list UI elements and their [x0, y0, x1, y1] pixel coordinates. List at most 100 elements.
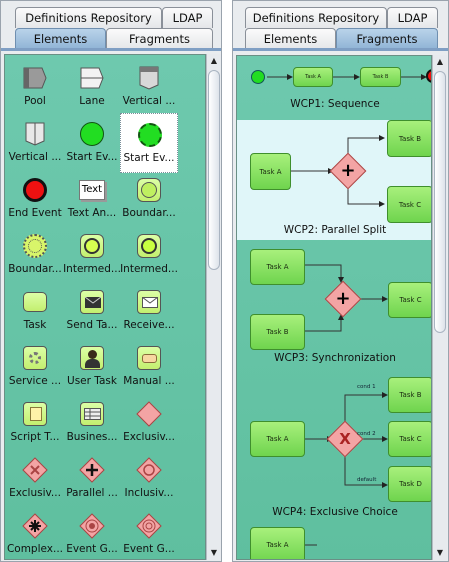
- task-a: Task A: [250, 421, 305, 457]
- task-b: Task B: [360, 67, 401, 87]
- gateway-marker: X: [339, 430, 351, 448]
- palette-item-label: End Event: [8, 207, 62, 219]
- event-gateway-icon: [79, 513, 105, 539]
- gateway-marker: +: [340, 160, 356, 181]
- task-a: Task A: [250, 153, 291, 190]
- palette-item-start-event-dashed[interactable]: Start Ev...: [120, 113, 178, 173]
- boundary-event-dashed-icon: [22, 233, 48, 259]
- palette-item-vertical-lane[interactable]: Vertical ...: [6, 113, 64, 173]
- exclusive-gateway-x-icon: [22, 457, 48, 483]
- pool-icon: [22, 65, 48, 91]
- palette-item-label: Script T...: [10, 431, 60, 443]
- intermediate-event-icon: [79, 233, 105, 259]
- pattern-3[interactable]: WCP3: Synchronization: [237, 242, 431, 372]
- palette-item-receive-task[interactable]: Receive...: [120, 281, 178, 341]
- palette-item-label: Exclusiv...: [9, 487, 61, 499]
- task-b: Task B: [387, 120, 431, 157]
- pattern-1[interactable]: WCP1: Sequence: [237, 56, 431, 118]
- scroll-up-arrow-icon[interactable]: ▲: [210, 56, 218, 65]
- inclusive-gateway-icon: [136, 457, 162, 483]
- palette-item-send-task[interactable]: Send Ta...: [63, 281, 121, 341]
- fragments-scrollbar[interactable]: ▲ ▼: [432, 55, 447, 560]
- palette-item-service-task[interactable]: Service ...: [6, 337, 64, 397]
- condition-label: default: [357, 477, 377, 483]
- exclusive-gateway-icon: [136, 401, 162, 427]
- palette-item-parallel-gateway[interactable]: Parallel ...: [63, 449, 121, 509]
- scroll-up-arrow-icon[interactable]: ▲: [436, 57, 444, 66]
- tab-definitions-repository[interactable]: Definitions Repository: [245, 7, 387, 28]
- condition-label: cond 2: [357, 431, 376, 437]
- palette-item-label: Start Ev...: [66, 151, 118, 163]
- tab-underline: [1, 48, 221, 51]
- end-event-icon: [22, 177, 48, 203]
- scroll-down-arrow-icon[interactable]: ▼: [436, 548, 444, 557]
- palette-item-label: Inclusiv...: [124, 487, 174, 499]
- palette-item-boundary-event-dashed[interactable]: Boundar...: [6, 225, 64, 285]
- tab-underline: [233, 48, 448, 51]
- palette-item-label: Send Ta...: [66, 319, 118, 331]
- palette-item-label: Vertical ...: [8, 151, 62, 163]
- scroll-thumb[interactable]: [208, 70, 220, 270]
- start-event-icon: [79, 121, 105, 147]
- tab-ldap[interactable]: LDAP: [162, 7, 213, 28]
- fragments-panel: Definitions Repository LDAP Elements Fra…: [232, 0, 449, 562]
- palette-item-business-rule-task[interactable]: Busines...: [63, 393, 121, 453]
- send-task-icon: [79, 289, 105, 315]
- script-task-icon: [22, 401, 48, 427]
- palette-item-exclusive-gateway-x[interactable]: Exclusiv...: [6, 449, 64, 509]
- palette-item-label: Pool: [24, 95, 46, 107]
- palette-item-lane[interactable]: Lane: [63, 57, 121, 117]
- pattern-4[interactable]: WCP4: Exclusive Choice: [237, 374, 431, 518]
- vertical-lane-icon: [22, 121, 48, 147]
- tab-elements[interactable]: Elements: [15, 28, 106, 49]
- tab-ldap[interactable]: LDAP: [387, 7, 438, 28]
- tab-definitions-repository[interactable]: Definitions Repository: [15, 7, 162, 28]
- palette-item-event-gateway-alt[interactable]: Event G...: [120, 505, 178, 559]
- palette-item-script-task[interactable]: Script T...: [6, 393, 64, 453]
- palette-item-event-gateway[interactable]: Event G...: [63, 505, 121, 559]
- palette-item-label: Vertical ...: [122, 95, 176, 107]
- palette-item-vertical-pool[interactable]: Vertical ...: [120, 57, 178, 117]
- palette-item-label: Boundar...: [122, 207, 176, 219]
- palette-item-complex-gateway[interactable]: Complex...: [6, 505, 64, 559]
- palette-item-label: Task: [23, 319, 47, 331]
- vertical-pool-icon: [136, 65, 162, 91]
- parallel-gateway-icon: [79, 457, 105, 483]
- palette-item-label: Intermed...: [63, 263, 121, 275]
- receive-task-icon: [136, 289, 162, 315]
- palette-scrollbar[interactable]: ▲ ▼: [206, 54, 221, 560]
- text-annotation-icon: Text: [79, 177, 105, 203]
- task-a: Task A: [250, 527, 305, 559]
- palette-panel: Definitions Repository LDAP Elements Fra…: [0, 0, 222, 562]
- task-b: Task B: [388, 377, 431, 413]
- scroll-thumb[interactable]: [434, 71, 446, 333]
- tab-fragments[interactable]: Fragments: [336, 28, 438, 49]
- palette-item-label: Parallel ...: [66, 487, 118, 499]
- scroll-down-arrow-icon[interactable]: ▼: [210, 548, 218, 557]
- complex-gateway-icon: [22, 513, 48, 539]
- palette-item-boundary-event[interactable]: Boundar...: [120, 169, 178, 229]
- palette-item-intermediate-event-alt[interactable]: Intermed...: [120, 225, 178, 285]
- palette-item-inclusive-gateway[interactable]: Inclusiv...: [120, 449, 178, 509]
- lane-icon: [79, 65, 105, 91]
- palette-item-label: Exclusiv...: [123, 431, 175, 443]
- palette-item-user-task[interactable]: User Task: [63, 337, 121, 397]
- tab-elements[interactable]: Elements: [245, 28, 336, 49]
- tab-fragments[interactable]: Fragments: [106, 28, 213, 49]
- task-a: Task A: [250, 249, 305, 285]
- pattern-title: WCP2: Parallel Split: [283, 224, 387, 236]
- palette-item-manual-task[interactable]: Manual ...: [120, 337, 178, 397]
- event-gateway-alt-icon: [136, 513, 162, 539]
- palette-item-start-event[interactable]: Start Ev...: [63, 113, 121, 173]
- palette-item-intermediate-event[interactable]: Intermed...: [63, 225, 121, 285]
- palette-item-task[interactable]: Task: [6, 281, 64, 341]
- palette-item-end-event[interactable]: End Event: [6, 169, 64, 229]
- palette-item-exclusive-gateway[interactable]: Exclusiv...: [120, 393, 178, 453]
- start-event-icon: [251, 70, 265, 84]
- palette-item-label: Busines...: [66, 431, 118, 443]
- palette-item-label: Service ...: [8, 375, 62, 387]
- palette-item-pool[interactable]: Pool: [6, 57, 64, 117]
